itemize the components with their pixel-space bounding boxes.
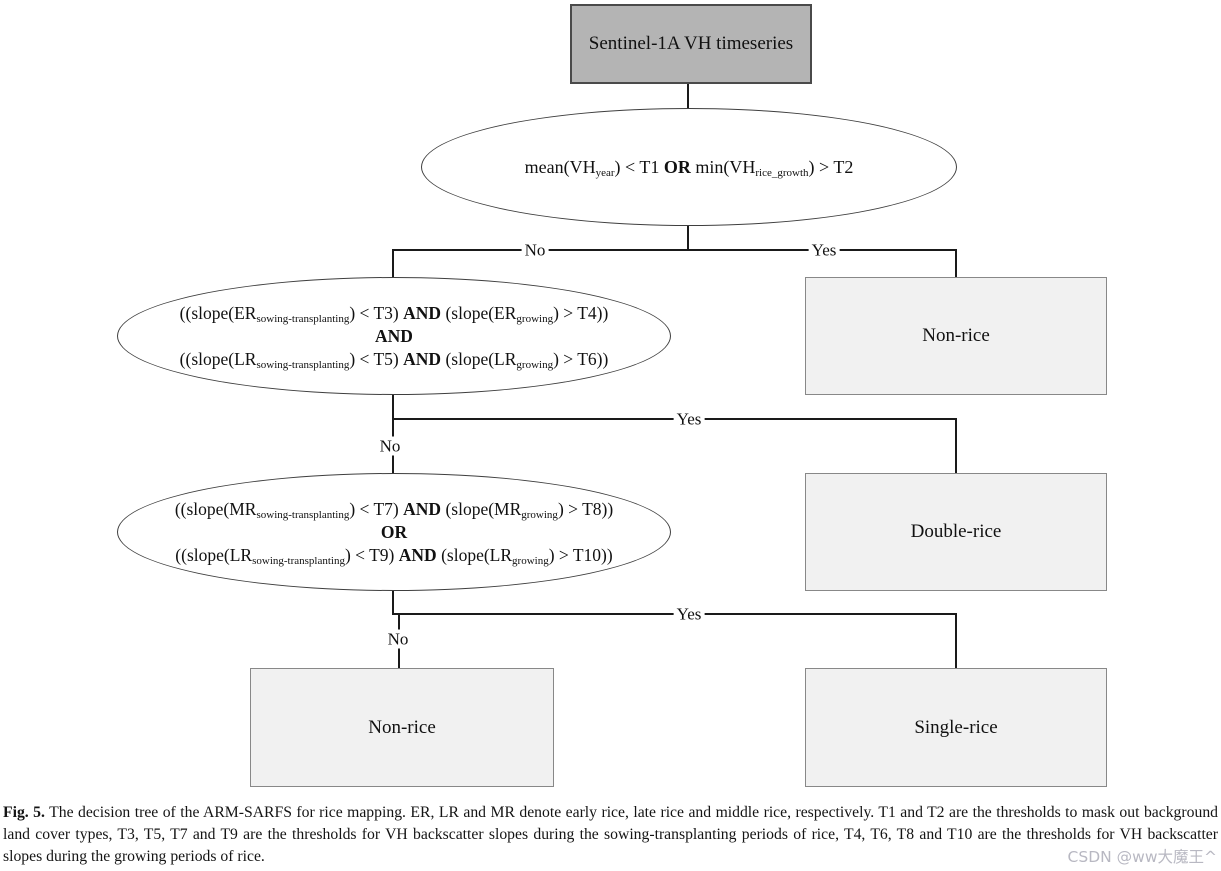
leaf-non-rice-1-label: Non-rice [922,325,990,346]
decision-3-operator: OR [380,521,408,542]
decision-2-expression-line2: ((slope(LRsowing-transplanting) < T5) AN… [179,348,609,371]
branch3-no-label: No [384,629,412,649]
decision-3-expression-line2: ((slope(LRsowing-transplanting) < T9) AN… [175,544,613,567]
branch3-yes-label: Yes [673,604,705,624]
leaf-double-rice-label: Double-rice [910,521,1002,542]
connector-yes3-to-singlerice [955,613,957,668]
root-node-label: Sentinel-1A VH timeseries [588,33,794,54]
decision-node-1: mean(VHyear) < T1 OR min(VHrice_growth) … [421,108,957,226]
decision-node-2: ((slope(ERsowing-transplanting) < T3) AN… [117,277,671,395]
branch1-yes-label: Yes [808,240,840,260]
leaf-double-rice: Double-rice [805,473,1107,591]
leaf-non-rice-2-label: Non-rice [368,716,436,738]
connector-root-to-decision1 [687,80,689,109]
branch2-yes-label: Yes [673,409,705,429]
branch1-no-label: No [521,240,549,260]
figure-caption-number: Fig. 5. [3,804,45,821]
connector-decision1-down [687,224,689,250]
connector-decision2-to-decision3 [392,393,394,473]
branch2-no-label: No [376,436,404,456]
figure-caption-text: The decision tree of the ARM-SARFS for r… [3,804,1219,866]
leaf-single-rice: Single-rice [805,668,1107,787]
decision-1-expression: mean(VHyear) < T1 OR min(VHrice_growth) … [524,156,854,179]
leaf-non-rice-2: Non-rice [250,668,554,787]
root-node: Sentinel-1A VH timeseries [570,4,812,84]
connector-branch1-horizontal [392,249,957,251]
connector-decision3-down [392,589,394,615]
watermark: CSDN @ww大魔王^ [1067,848,1217,866]
connector-yes1-to-nonrice [955,249,957,277]
figure-caption: Fig. 5. The decision tree of the ARM-SAR… [3,802,1218,869]
leaf-non-rice-1: Non-rice [805,277,1107,395]
connector-no1-to-decision2 [392,249,394,277]
decision-3-expression-line1: ((slope(MRsowing-transplanting) < T7) AN… [174,498,614,521]
decision-2-operator: AND [375,325,413,346]
leaf-single-rice-label: Single-rice [914,716,998,738]
decision-node-3: ((slope(MRsowing-transplanting) < T7) AN… [117,473,671,591]
connector-yes2-to-doublerice [955,418,957,473]
decision-2-expression-line1: ((slope(ERsowing-transplanting) < T3) AN… [179,302,609,325]
